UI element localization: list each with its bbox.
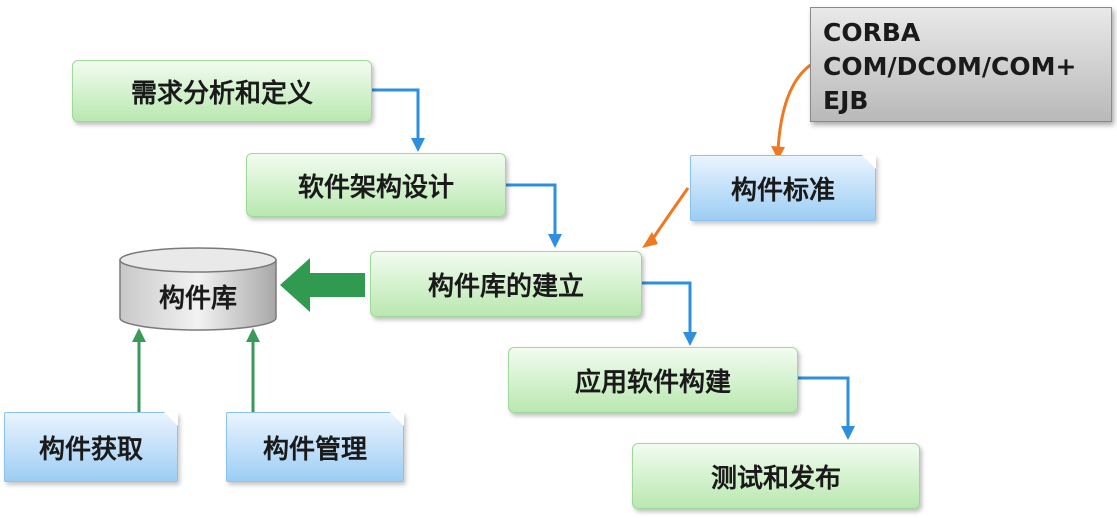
node-component-manage: 构件管理 <box>226 412 404 482</box>
node-test-release: 测试和发布 <box>632 443 920 509</box>
arrowhead-manage <box>246 328 260 342</box>
page-fold-icon <box>164 412 178 426</box>
arrowhead-test-release <box>841 426 855 440</box>
arrow-standard-to-library <box>650 187 690 241</box>
node-library-build: 构件库的建立 <box>370 251 642 317</box>
arrow-architecture-to-library <box>505 183 557 236</box>
node-component-acquire-label: 构件获取 <box>38 434 143 465</box>
arrow-requirements-to-architecture <box>372 88 420 140</box>
node-requirements-label: 需求分析和定义 <box>130 78 313 109</box>
node-component-library-label: 构件库 <box>158 283 237 314</box>
arrowhead-standard <box>771 146 785 160</box>
arrow-library-to-app <box>642 281 692 334</box>
arrowhead-acquire <box>132 328 146 342</box>
node-requirements: 需求分析和定义 <box>72 60 372 122</box>
standards-note-line-3: EJB <box>823 86 869 115</box>
arrowhead-app-build <box>683 332 697 346</box>
component-library-cylinder <box>119 247 277 331</box>
standards-note-line-1: CORBA <box>823 18 921 47</box>
arrowhead-architecture <box>411 138 425 152</box>
arrow-note-to-standard <box>776 62 813 151</box>
node-app-build: 应用软件构建 <box>508 347 798 413</box>
standards-note: CORBA COM/DCOM/COM+ EJB <box>810 7 1112 122</box>
node-test-release-label: 测试和发布 <box>710 463 841 494</box>
page-fold-icon <box>390 412 404 426</box>
node-library-build-label: 构件库的建立 <box>427 271 584 302</box>
node-component-manage-label: 构件管理 <box>262 434 367 465</box>
block-arrow-to-component-library <box>280 258 365 312</box>
node-component-library: 构件库 <box>120 272 276 320</box>
node-component-standard-label: 构件标准 <box>730 175 835 206</box>
arrowhead-library-from-standard <box>642 232 658 248</box>
node-architecture: 软件架构设计 <box>246 153 506 217</box>
node-component-standard: 构件标准 <box>690 155 876 221</box>
node-component-acquire: 构件获取 <box>4 412 178 482</box>
node-app-build-label: 应用软件构建 <box>574 367 731 398</box>
page-fold-icon <box>862 155 876 169</box>
standards-note-line-2: COM/DCOM/COM+ <box>823 52 1077 81</box>
node-architecture-label: 软件架构设计 <box>297 172 454 203</box>
arrow-app-to-test <box>797 376 850 428</box>
arrowhead-library-build <box>548 234 562 248</box>
